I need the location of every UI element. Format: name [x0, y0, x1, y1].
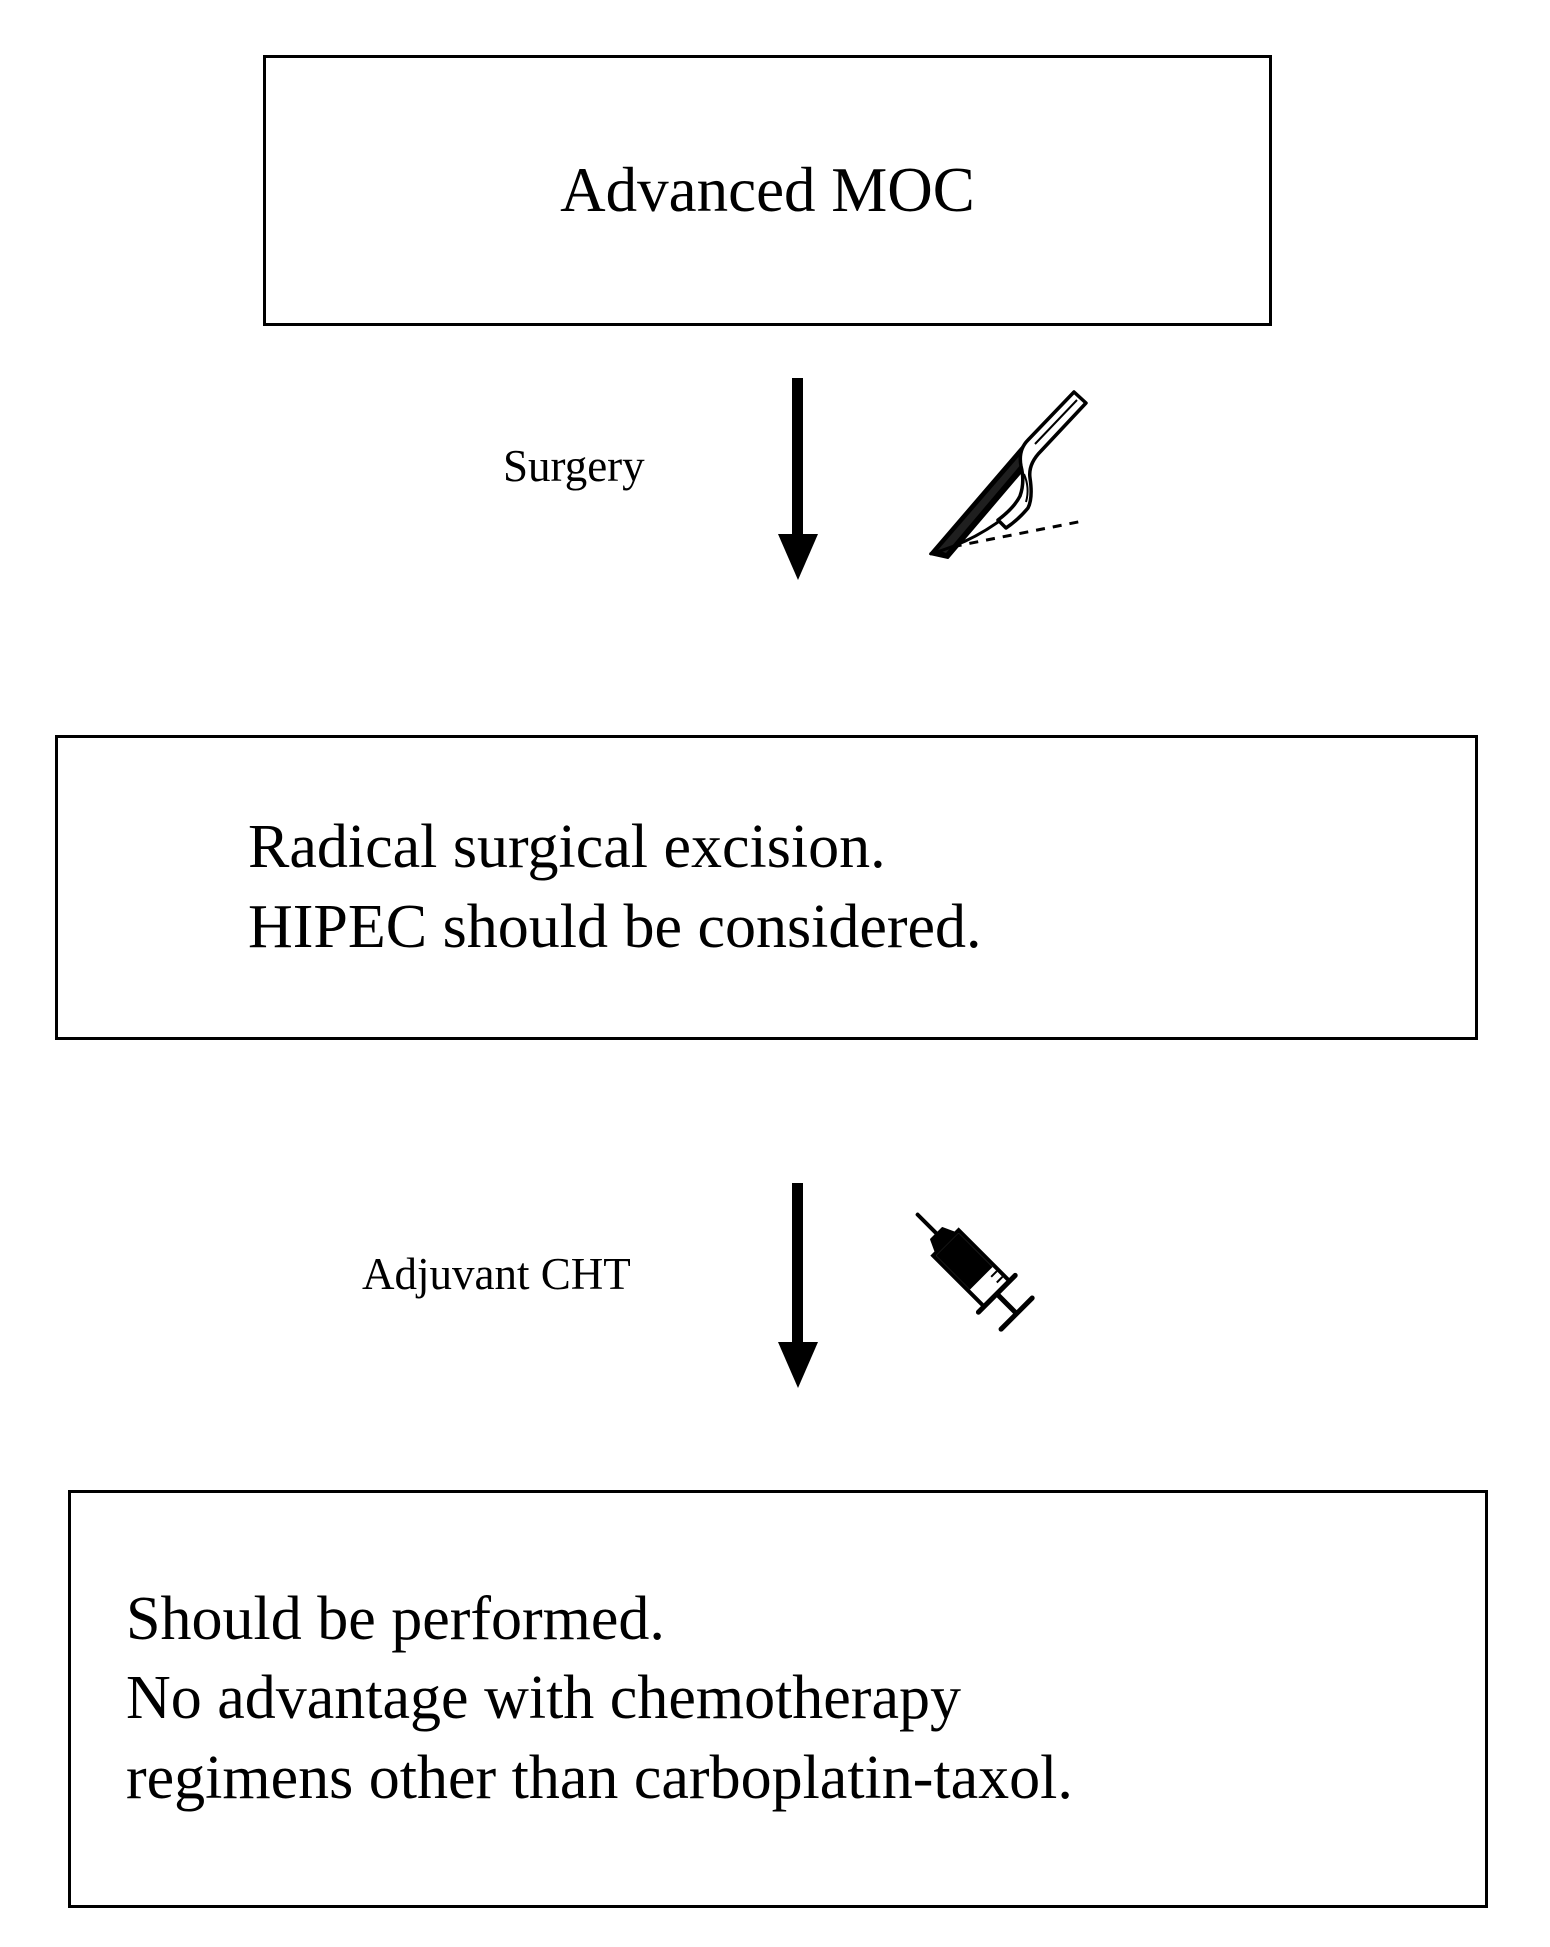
flowchart-node-cht-detail: Should be performed. No advantage with c…: [68, 1490, 1488, 1908]
arrow-head: [778, 1342, 818, 1388]
arrow-head: [778, 534, 818, 580]
edge-label-adjuvant-cht: Adjuvant CHT: [362, 1249, 631, 1299]
edge-label-surgery: Surgery: [503, 441, 645, 491]
flowchart-node-surgery-detail: Radical surgical excision. HIPEC should …: [55, 735, 1478, 1040]
syringe-icon: [878, 1182, 1053, 1342]
node-text-line: HIPEC should be considered.: [248, 892, 982, 961]
node-text-line: No advantage with chemotherapy: [126, 1664, 961, 1733]
scalpel-icon: [878, 378, 1093, 563]
arrow-shaft: [792, 378, 803, 538]
arrow-down-surgery: [768, 378, 828, 580]
node-text-line: Should be performed.: [126, 1584, 665, 1653]
node-text-line: Advanced MOC: [560, 155, 975, 226]
arrow-shaft: [792, 1183, 803, 1346]
node-text-line: Radical surgical excision.: [248, 813, 886, 882]
flowchart-node-advanced-moc: Advanced MOC: [263, 55, 1272, 326]
arrow-down-adjuvant-cht: [768, 1183, 828, 1390]
node-text-line: regimens other than carboplatin-taxol.: [126, 1743, 1073, 1812]
